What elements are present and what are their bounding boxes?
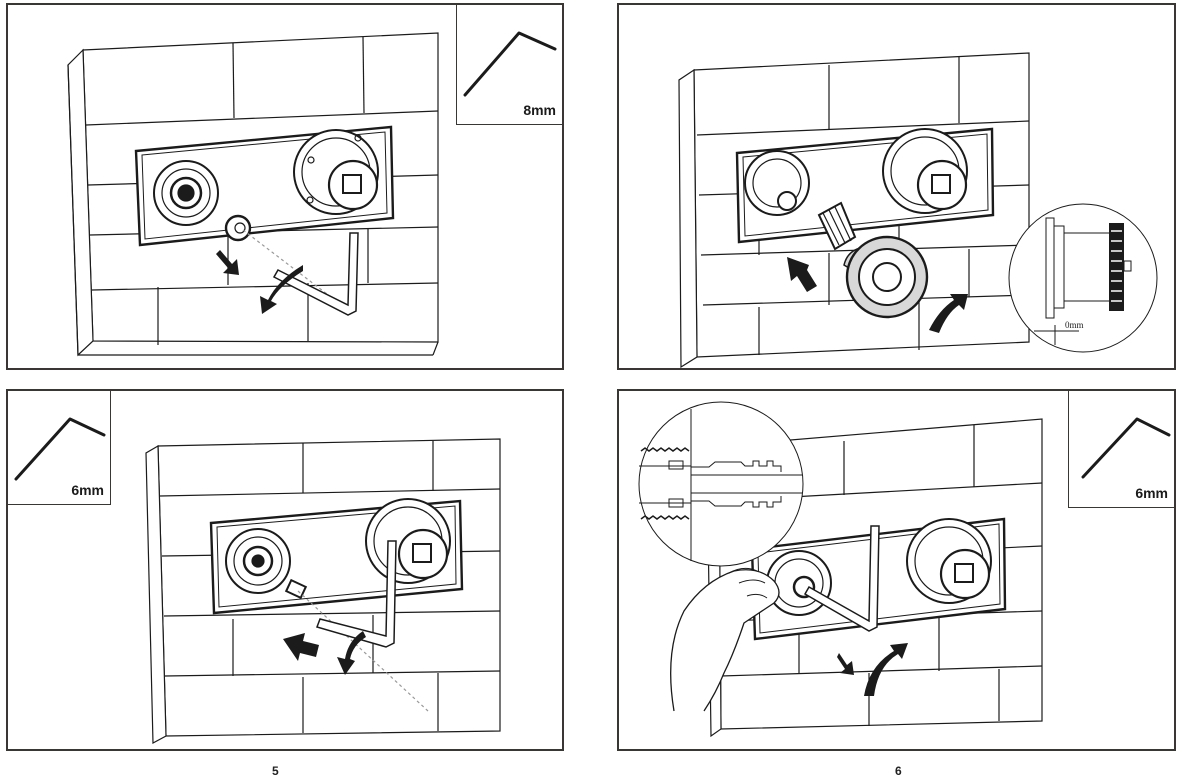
wall-valve-illustration	[638, 401, 1043, 738]
hex-key-icon	[1081, 417, 1171, 479]
wall-valve-illustration: 0mm	[678, 52, 1158, 368]
direction-arrow	[216, 250, 239, 275]
hex-key-icon	[463, 31, 557, 97]
tool-size-label: 6mm	[1135, 485, 1168, 501]
rotate-arrow	[260, 265, 303, 314]
rotate-arrow	[864, 643, 908, 696]
tool-callout: 8mm	[456, 5, 562, 125]
step-panel-bottom-left: 6mm	[6, 389, 564, 751]
rotate-arrow	[337, 631, 366, 675]
tool-callout: 6mm	[8, 391, 111, 505]
push-arrow	[283, 633, 319, 661]
tool-size-label: 8mm	[523, 102, 556, 118]
wall-valve-illustration	[67, 32, 439, 357]
thread-detail-callout	[638, 401, 804, 567]
wall-valve-illustration	[145, 438, 501, 744]
hex-key-icon	[14, 417, 106, 481]
page-number-left: 5	[272, 764, 279, 778]
push-arrow	[787, 257, 817, 292]
page-number-right: 6	[895, 764, 902, 778]
step-panel-bottom-right: 6mm	[617, 389, 1176, 751]
rotate-arrow	[929, 294, 968, 333]
direction-arrow	[837, 653, 854, 675]
detail-callout: 0mm	[1008, 203, 1158, 353]
step-panel-top-left: 8mm	[6, 3, 564, 370]
step-panel-top-right: 0mm	[617, 3, 1176, 370]
gap-label: 0mm	[1065, 320, 1084, 330]
tool-size-label: 6mm	[71, 482, 104, 498]
tool-callout: 6mm	[1068, 391, 1174, 508]
